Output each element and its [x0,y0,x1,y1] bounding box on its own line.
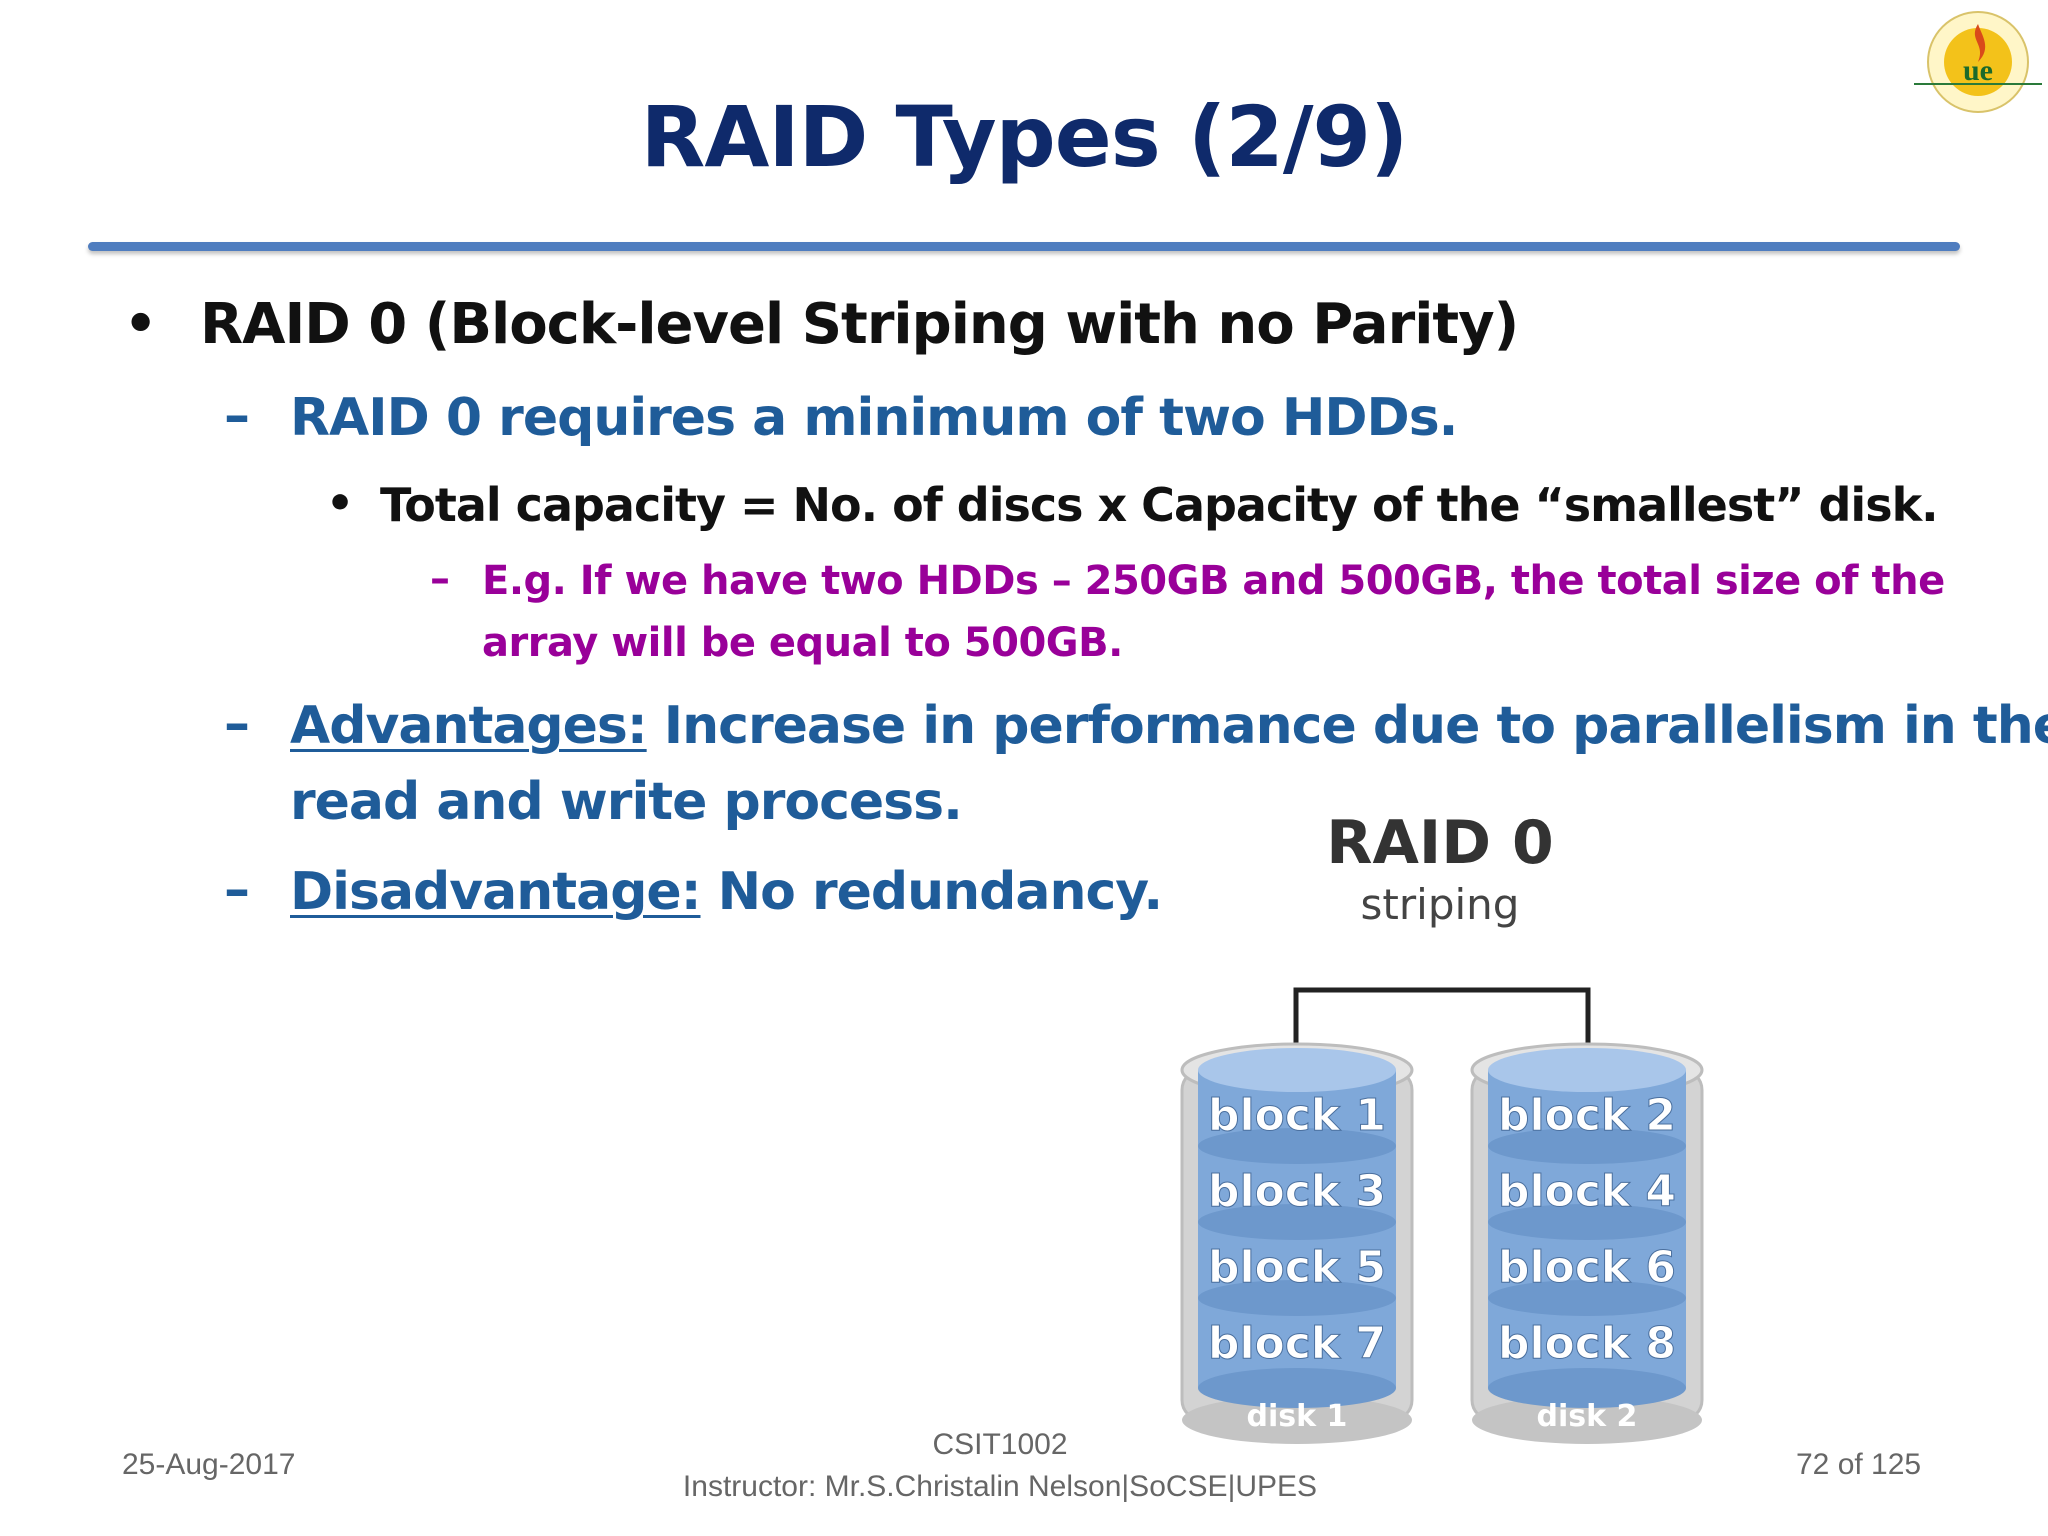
disk1-block-5: block 5 [1208,1242,1386,1293]
array-connector [1293,987,1591,1070]
dash-marker: – [430,556,450,602]
footer-course: CSIT1002 [932,1428,1068,1461]
disk2-block-8: block 8 [1498,1318,1676,1369]
diagram-title: RAID 0 [1326,808,1554,878]
bullet-disadvantage: Disadvantage: No redundancy. [290,862,1164,922]
dash-marker: – [224,386,250,446]
disk-2: block 2 block 4 block 6 block 8 disk 2 [1470,1042,1704,1444]
bullet-marker: • [326,478,355,529]
disk1-block-3: block 3 [1208,1166,1386,1217]
bullet-example-line2: array will be equal to 500GB. [482,620,1123,666]
upes-logo: ue [1908,4,2048,124]
footer-page-number: 72 of 125 [1796,1448,1922,1481]
svg-text:ue: ue [1963,54,1993,87]
disk1-block-7: block 7 [1208,1318,1386,1369]
disk1-label: disk 1 [1247,1399,1348,1434]
bullet-marker: • [124,294,158,354]
bullet-advantages-line2: read and write process. [290,772,963,832]
bullet-raid0-heading: RAID 0 (Block-level Striping with no Par… [200,292,1519,357]
bullet-capacity: Total capacity = No. of discs x Capacity… [380,478,1939,532]
dash-marker: – [224,694,250,754]
footer-instructor: Instructor: Mr.S.Christalin Nelson|SoCSE… [682,1470,1318,1503]
disk2-block-2: block 2 [1498,1090,1676,1141]
bullet-advantages: Advantages: Increase in performance due … [290,696,2048,756]
slide-title: RAID Types (2/9) [640,88,1409,186]
disk2-block-6: block 6 [1498,1242,1676,1293]
disk-1: block 1 block 3 block 5 block 7 disk 1 [1180,1042,1414,1444]
disadvantage-label: Disadvantage: [290,862,701,922]
disadvantage-text: No redundancy. [700,862,1164,922]
upes-logo-icon: ue [1914,11,2042,113]
advantages-text: Increase in performance due to paralleli… [646,696,2048,756]
footer-date: 25-Aug-2017 [122,1448,296,1481]
disk2-block-4: block 4 [1498,1166,1676,1217]
disk1-block-1: block 1 [1208,1090,1386,1141]
bullet-example-line1: E.g. If we have two HDDs – 250GB and 500… [482,558,1945,604]
dash-marker: – [224,860,250,920]
disk2-label: disk 2 [1537,1399,1638,1434]
raid0-diagram: block 1 block 3 block 5 block 7 disk 1 b… [1180,987,1704,1444]
diagram-subtitle: striping [1360,880,1520,929]
bullet-requirement: RAID 0 requires a minimum of two HDDs. [290,388,1458,448]
advantages-label: Advantages: [290,696,648,756]
title-divider [88,242,1960,251]
